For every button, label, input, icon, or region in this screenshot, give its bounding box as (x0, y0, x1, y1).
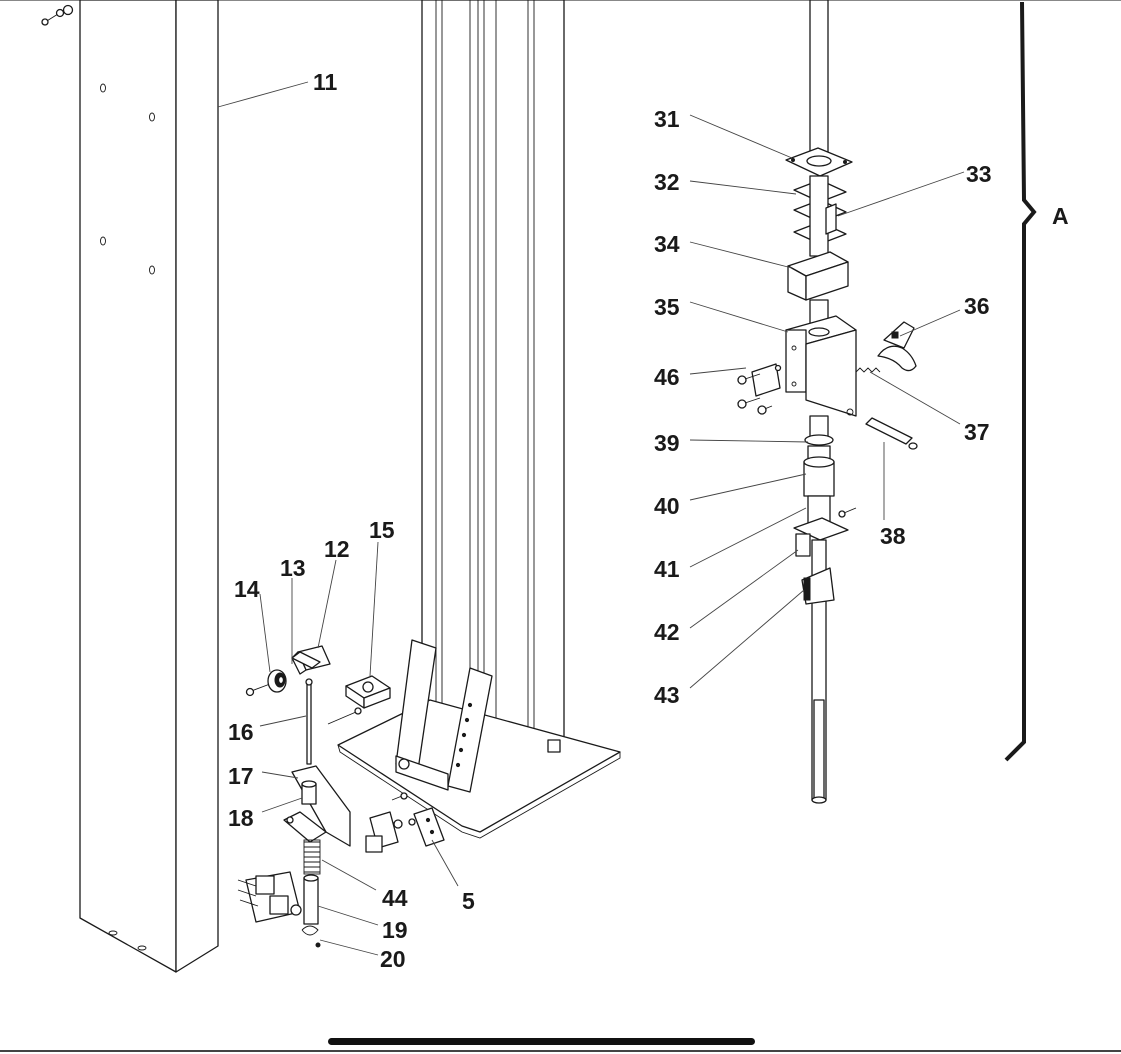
callout-11: 11 (313, 69, 338, 95)
switch-block (365, 792, 408, 853)
callout-39: 39 (654, 430, 680, 456)
callout-15: 15 (369, 517, 395, 543)
callout-16: 16 (228, 719, 254, 745)
callout-36: 36 (964, 293, 990, 319)
callout-5: 5 (462, 888, 475, 914)
lift-shaft-assembly (737, 0, 918, 804)
leader-lines (217, 81, 965, 956)
bottom-border (0, 1050, 1121, 1052)
bolts-46 (737, 363, 782, 415)
main-post (337, 0, 621, 839)
callout-44: 44 (382, 885, 408, 911)
callout-19: 19 (382, 917, 408, 943)
home-indicator[interactable] (328, 1038, 755, 1045)
callout-46: 46 (654, 364, 680, 390)
plate-17-18 (283, 765, 351, 847)
block-15 (327, 675, 391, 725)
callout-38: 38 (880, 523, 906, 549)
callout-41: 41 (654, 556, 680, 582)
callout-34: 34 (654, 231, 680, 257)
callout-17: 17 (228, 763, 254, 789)
callout-43: 43 (654, 682, 680, 708)
callout-18: 18 (228, 805, 254, 831)
callout-42: 42 (654, 619, 680, 645)
callout-14: 14 (234, 576, 260, 602)
assembly-bracket (1004, 1, 1037, 762)
plate-5 (408, 807, 445, 847)
callout-labels: 11 31 32 33 34 35 36 46 37 39 40 38 41 4… (228, 69, 1069, 972)
callout-35: 35 (654, 294, 680, 320)
column-cover-panel (41, 0, 219, 973)
callout-20: 20 (380, 946, 406, 972)
bracket-small (291, 645, 331, 675)
clip-20 (301, 925, 321, 948)
callout-32: 32 (654, 169, 680, 195)
assembly-label-a: A (1052, 203, 1069, 229)
callout-40: 40 (654, 493, 680, 519)
roller-wheel (245, 669, 287, 697)
callout-31: 31 (654, 106, 680, 132)
solenoid-19 (237, 871, 319, 925)
callout-12: 12 (324, 536, 350, 562)
callout-37: 37 (964, 419, 990, 445)
screw-icon (41, 4, 74, 26)
callout-33: 33 (966, 161, 992, 187)
rod-16 (305, 678, 313, 765)
callout-13: 13 (280, 555, 306, 581)
spring-44 (303, 839, 321, 875)
